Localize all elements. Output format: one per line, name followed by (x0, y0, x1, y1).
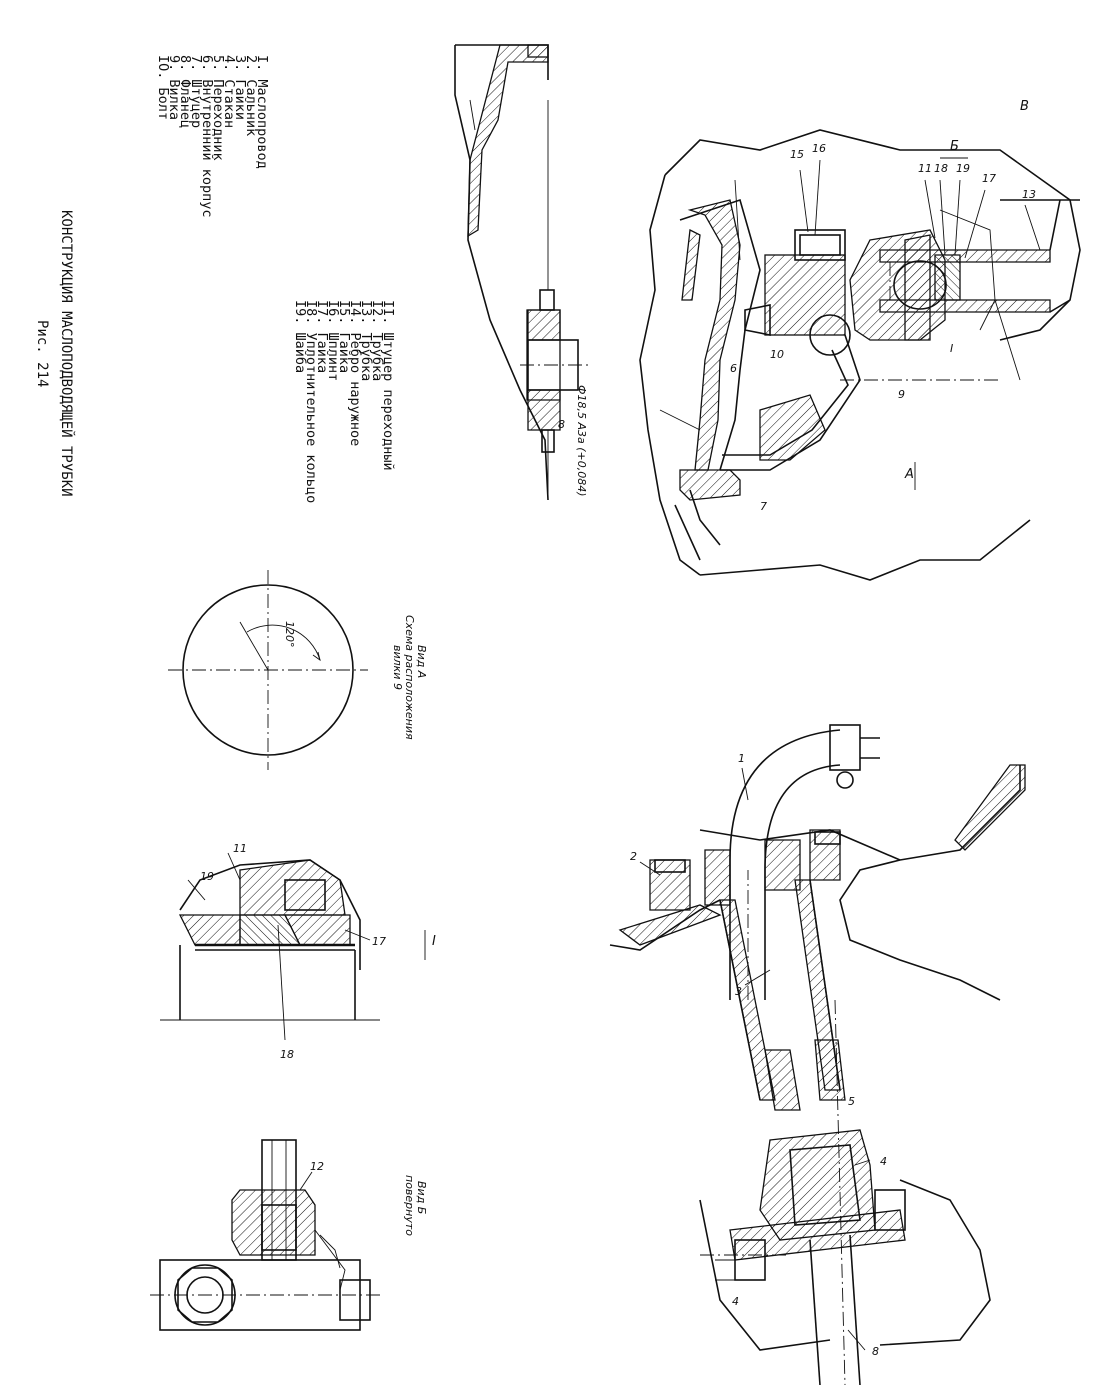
callout-9: 9 (898, 388, 905, 401)
figure-caption: КОНСТРУКЦИЯ МАСЛОПОДВОДЯЩЕЙ ТРУБКИ (58, 210, 76, 497)
legend-item: 2. Сальник (243, 55, 259, 136)
bottom-callout-8: 8 (872, 1345, 879, 1358)
legend-item: 9. Вилка (166, 55, 182, 120)
callout-I: I (950, 342, 953, 355)
legend-item: I7. Гайка (314, 300, 330, 373)
legend-item: 4. Стакан (221, 55, 237, 128)
flange-section-view (454, 44, 590, 501)
legend-item: I8. Уплотнительное кольцо (303, 300, 319, 503)
callout-15: 15 (790, 148, 804, 161)
view-b-title: Вид Б повернуто (403, 1175, 428, 1236)
bottom-callout-1: 1 (738, 752, 745, 765)
legend-item: 7. Штуцер (188, 55, 204, 128)
detail-i (160, 852, 380, 1041)
callout-7: 7 (760, 500, 767, 513)
detail-callout-19: 19 (200, 870, 214, 883)
bottom-callout-2: 2 (630, 850, 637, 863)
legend-item: I3. Трубка (358, 300, 374, 381)
view-a-angle: 120° (283, 621, 296, 648)
svg-text:Рис. 214: Рис. 214 (34, 320, 50, 387)
legend-column-2: II. Штуцер переходный I2. Трубка I3. Тру… (292, 300, 396, 503)
view-b (150, 1139, 380, 1331)
legend-item: 8. Фланец (177, 55, 193, 128)
legend-item: I. Маслопровод (254, 55, 270, 169)
legend-item: I5. Гайка (336, 300, 352, 373)
callout-19: 19 (956, 162, 970, 175)
diameter-dimension: Ф18,5 А3а (+0,084) (575, 385, 588, 497)
detail-callout-18: 18 (280, 1048, 294, 1061)
legend-item: I2. Трубка (369, 300, 385, 381)
figure-title: КОНСТРУКЦИЯ МАСЛОПОДВОДЯЩЕЙ ТРУБКИ (58, 210, 76, 497)
callout-17: 17 (982, 172, 996, 185)
bottom-callout-3: 3 (735, 985, 742, 998)
bottom-assembly-section (609, 724, 1026, 1385)
legend-item: II. Штуцер переходный (380, 300, 396, 471)
svg-text:Схема расположения: Схема расположения (403, 615, 416, 740)
svg-text:повернуто: повернуто (403, 1175, 416, 1236)
callout-8: 8 (558, 418, 565, 431)
legend-item: I9. Шайба (292, 300, 308, 373)
legend-item: 6. Внутренний корпус (199, 55, 215, 218)
detail-callout-11: 11 (233, 842, 247, 855)
callout-16: 16 (812, 142, 826, 155)
figure-number: Рис. 214 (34, 320, 50, 387)
legend-column-1: I. Маслопровод 2. Сальник 3. Гайки 4. Ст… (155, 55, 270, 218)
view-a-title: Вид А Схема расположения вилки 9 (391, 615, 428, 740)
callout-10: 10 (770, 348, 784, 361)
arrow-a-label: А (904, 467, 914, 482)
view-a (168, 570, 368, 770)
view-b-callout-12: 12 (310, 1160, 324, 1173)
callout-6: 6 (730, 362, 737, 375)
detail-callout-17: 17 (372, 935, 386, 948)
letter-v-label: В (1020, 99, 1029, 114)
callout-13: 13 (1022, 188, 1036, 201)
legend-item: 3. Гайки (232, 55, 248, 120)
top-assembly-section (639, 129, 1081, 581)
legend-item: I4. Ребро наружное (347, 300, 363, 446)
legend-item: I6. Шплинт (325, 300, 341, 381)
arrow-b-label: Б (950, 139, 959, 154)
callout-18: 18 (934, 162, 948, 175)
svg-text:Ф18,5 А3а (+0,084): Ф18,5 А3а (+0,084) (575, 385, 588, 497)
svg-text:вилки 9: вилки 9 (391, 645, 404, 690)
legend-item: 5. Переходник (210, 55, 226, 161)
bottom-callout-4: 4 (880, 1155, 887, 1168)
svg-text:Вид Б: Вид Б (415, 1181, 428, 1214)
bottom-callout-4b: 4 (732, 1295, 739, 1308)
bottom-callout-5: 5 (848, 1095, 855, 1108)
legend-item: IO. Болт (155, 55, 171, 120)
callout-11: 11 (918, 162, 932, 175)
detail-i-title: I (432, 934, 436, 949)
svg-text:Вид А: Вид А (415, 645, 428, 678)
